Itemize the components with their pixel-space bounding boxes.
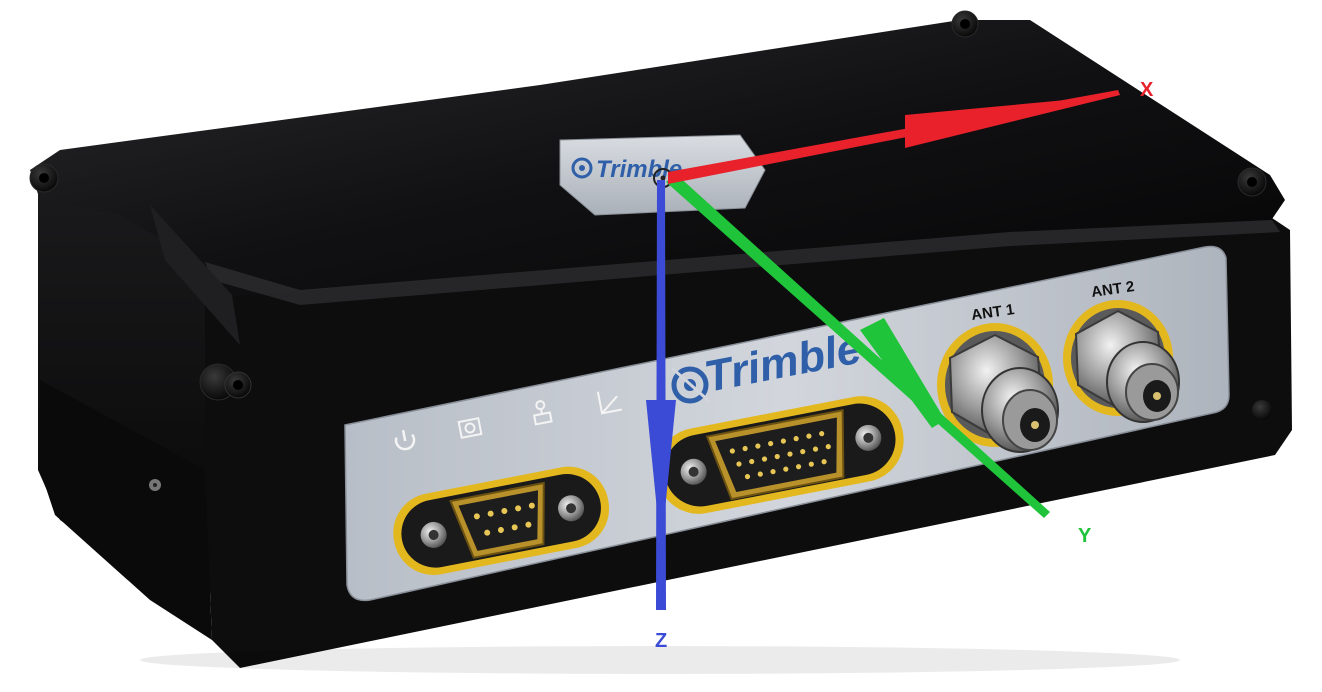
y-axis-label: Y [1078,525,1092,547]
floor-shadow [140,646,1180,674]
device-left-side-lower [40,380,212,640]
radio-icon [532,400,553,426]
front-screw-right [1252,400,1272,420]
y-axis-arrow [666,174,1050,518]
ant1-tnc-connector [937,323,1059,453]
side-screw [149,479,161,491]
lid-screw-top-left [29,163,59,193]
ant2-tnc-connector [1063,300,1180,423]
x-axis-label: X [1140,79,1154,101]
db9-serial-connector [393,466,610,575]
power-icon [394,429,416,451]
lid-screw-right [1237,167,1267,197]
lid-screw-front-left [199,363,252,401]
lid-origin-dot [660,175,666,181]
z-axis-label: Z [655,630,667,652]
lid-logo-icon [571,157,593,179]
lid-label-plate [559,134,766,216]
camera-icon [457,417,483,439]
lid-screw-top [951,10,979,38]
db26-connector [656,396,904,514]
lid-step [150,205,240,345]
z-axis-arrow [646,180,676,610]
x-axis-arrow [668,90,1120,184]
angle-icon [596,391,622,415]
panel-logo-icon [670,366,712,404]
lid-bevel [205,220,1280,305]
ant2-label: ANT 2 [1090,278,1135,301]
ant1-label: ANT 1 [970,301,1015,324]
